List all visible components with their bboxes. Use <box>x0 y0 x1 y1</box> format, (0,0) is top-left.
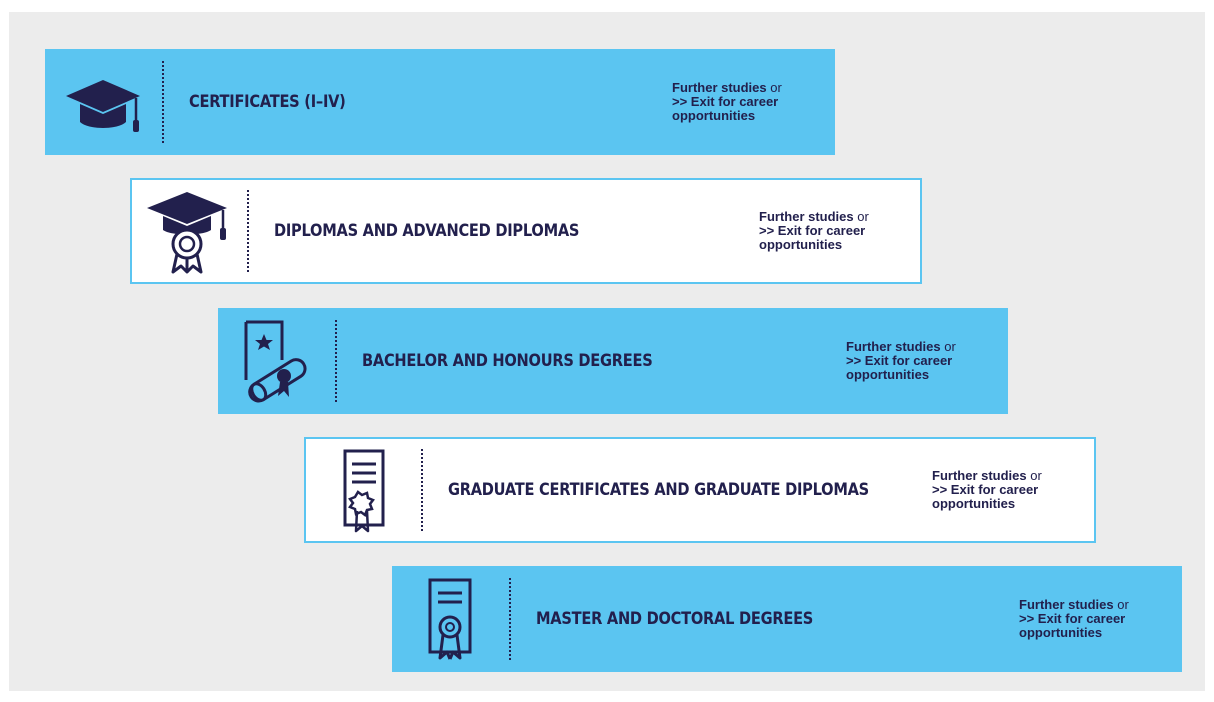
step-diplomas: DIPLOMAS AND ADVANCED DIPLOMAS Further s… <box>130 178 922 284</box>
exit-career-label: >> Exit for career opportunities <box>932 482 1039 511</box>
exit-career-label: >> Exit for career opportunities <box>1019 611 1126 640</box>
step-title: MASTER AND DOCTORAL DEGREES <box>536 609 814 629</box>
step-graduate: GRADUATE CERTIFICATES AND GRADUATE DIPLO… <box>304 437 1096 543</box>
cap-with-rosette-icon <box>132 180 247 282</box>
or-label: or <box>1113 597 1129 612</box>
step-master-doctoral: MASTER AND DOCTORAL DEGREES Further stud… <box>392 566 1182 672</box>
further-studies-label: Further studies <box>759 209 854 224</box>
step-title: GRADUATE CERTIFICATES AND GRADUATE DIPLO… <box>448 480 869 500</box>
step-certificates: CERTIFICATES (I–IV) Further studies or >… <box>45 49 835 155</box>
dotted-divider <box>247 190 249 272</box>
pathway-note: Further studies or >> Exit for career op… <box>846 308 1006 414</box>
exit-career-label: >> Exit for career opportunities <box>759 223 866 252</box>
step-bachelor: BACHELOR AND HONOURS DEGREES Further stu… <box>218 308 1008 414</box>
step-title: DIPLOMAS AND ADVANCED DIPLOMAS <box>274 221 580 241</box>
further-studies-label: Further studies <box>846 339 941 354</box>
or-label: or <box>766 80 782 95</box>
dotted-divider <box>335 320 337 402</box>
pathway-note: Further studies or >> Exit for career op… <box>1019 566 1179 672</box>
exit-career-label: >> Exit for career opportunities <box>672 94 779 123</box>
graduation-cap-icon <box>45 49 160 155</box>
pathway-note: Further studies or >> Exit for career op… <box>932 439 1092 541</box>
pathway-note: Further studies or >> Exit for career op… <box>759 180 919 282</box>
award-document-icon <box>392 566 507 672</box>
or-label: or <box>940 339 956 354</box>
or-label: or <box>1026 468 1042 483</box>
diploma-scroll-icon <box>218 308 333 414</box>
dotted-divider <box>509 578 511 660</box>
further-studies-label: Further studies <box>932 468 1027 483</box>
dotted-divider <box>162 61 164 143</box>
dotted-divider <box>421 449 423 531</box>
exit-career-label: >> Exit for career opportunities <box>846 353 953 382</box>
step-title: BACHELOR AND HONOURS DEGREES <box>362 351 653 371</box>
further-studies-label: Further studies <box>672 80 767 95</box>
further-studies-label: Further studies <box>1019 597 1114 612</box>
or-label: or <box>853 209 869 224</box>
certificate-document-icon <box>306 439 421 541</box>
pathway-note: Further studies or >> Exit for career op… <box>672 49 832 155</box>
step-title: CERTIFICATES (I–IV) <box>189 92 346 112</box>
